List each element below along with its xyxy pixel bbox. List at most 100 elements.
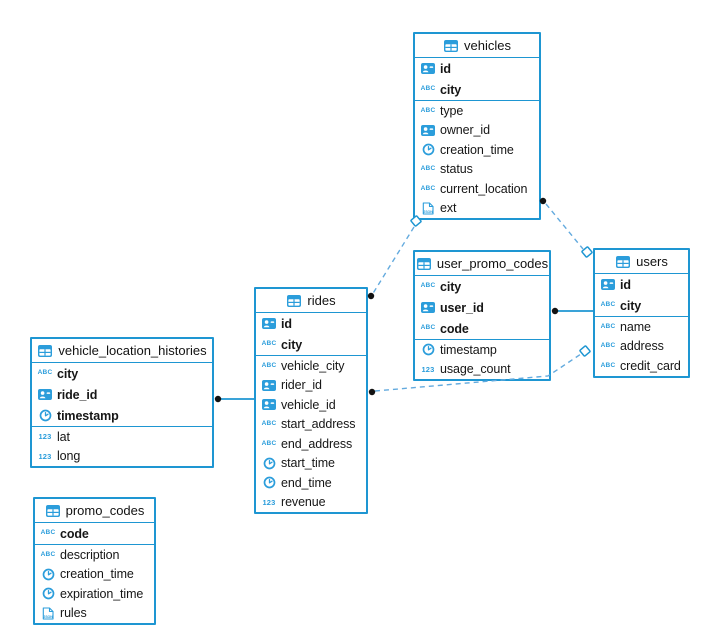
column-start_time[interactable]: start_time — [256, 454, 366, 474]
column-name: end_address — [281, 436, 353, 451]
column-city[interactable]: ABC city — [415, 79, 539, 100]
column-creation_time[interactable]: creation_time — [35, 565, 154, 585]
table-grid-icon — [416, 257, 432, 270]
column-name: vehicle_city — [281, 358, 345, 373]
table-header[interactable]: users — [595, 250, 688, 274]
column-vehicle_city[interactable]: ABC vehicle_city — [256, 356, 366, 376]
column-user_id[interactable]: user_id — [415, 297, 549, 318]
clock-type-icon — [261, 476, 277, 489]
abc-text-type-icon: ABC — [600, 322, 616, 330]
id-card-icon — [261, 379, 277, 392]
column-rules[interactable]: JSON rules — [35, 604, 154, 624]
column-ext[interactable]: JSON ext — [415, 199, 539, 219]
column-name: city — [281, 337, 303, 352]
json-type-icon: JSON — [40, 607, 56, 620]
column-name: start_time — [281, 456, 335, 471]
svg-text:JSON: JSON — [43, 615, 53, 619]
column-name: user_id — [440, 300, 484, 315]
column-timestamp[interactable]: timestamp — [32, 405, 212, 426]
abc-text-type-icon: ABC — [600, 342, 616, 349]
table-header[interactable]: rides — [256, 289, 366, 313]
column-name: creation_time — [60, 567, 134, 582]
column-name: city — [620, 298, 642, 313]
column-owner_id[interactable]: owner_id — [415, 121, 539, 141]
id-card-icon — [420, 301, 436, 314]
column-name: vehicle_id — [281, 397, 336, 412]
column-name: id — [620, 277, 631, 292]
column-name: description — [60, 547, 120, 562]
abc-text-type-icon: ABC — [420, 106, 436, 114]
id-card-icon — [420, 62, 436, 75]
number-123-type-icon: 123 — [262, 497, 276, 507]
table-name: vehicles — [464, 38, 511, 53]
column-timestamp[interactable]: timestamp — [415, 340, 549, 360]
column-name: timestamp — [57, 408, 119, 423]
clock-type-icon — [40, 587, 56, 600]
id-card-icon — [420, 124, 436, 137]
clock-type-icon — [420, 343, 436, 356]
column-name: rules — [60, 606, 87, 621]
column-id[interactable]: id — [256, 313, 366, 334]
table-header[interactable]: vehicle_location_histories — [32, 339, 212, 363]
column-expiration_time[interactable]: expiration_time — [35, 584, 154, 604]
column-rider_id[interactable]: rider_id — [256, 376, 366, 396]
abc-text-type-icon: ABC — [420, 184, 436, 192]
column-name: ext — [440, 201, 457, 216]
column-name: code — [440, 321, 469, 336]
abc-text-type-icon: ABC — [37, 369, 53, 377]
column-ride_id[interactable]: ride_id — [32, 384, 212, 405]
column-credit_card[interactable]: ABC credit_card — [595, 356, 688, 376]
table-header[interactable]: user_promo_codes — [415, 252, 549, 276]
column-name: owner_id — [440, 123, 490, 138]
abc-text-type-icon: ABC — [261, 420, 277, 427]
column-name: lat — [57, 429, 70, 444]
column-name: id — [440, 61, 451, 76]
column-end_time[interactable]: end_time — [256, 473, 366, 493]
table-header[interactable]: vehicles — [415, 34, 539, 58]
id-card-icon — [37, 388, 53, 401]
column-id[interactable]: id — [415, 58, 539, 79]
abc-text-type-icon: ABC — [600, 361, 616, 369]
column-name: city — [440, 82, 462, 97]
clock-type-icon — [261, 457, 277, 470]
table-grid-icon — [45, 504, 61, 517]
abc-text-type-icon: ABC — [261, 439, 277, 447]
column-id[interactable]: id — [595, 274, 688, 295]
table-name: users — [636, 254, 668, 269]
column-name: credit_card — [620, 358, 681, 373]
abc-text-type-icon: ABC — [261, 361, 277, 369]
json-type-icon: JSON — [420, 202, 436, 215]
abc-text-type-icon: ABC — [420, 85, 436, 93]
column-vehicle_id[interactable]: vehicle_id — [256, 395, 366, 415]
column-end_address[interactable]: ABC end_address — [256, 434, 366, 454]
column-creation_time[interactable]: creation_time — [415, 140, 539, 160]
table-header[interactable]: promo_codes — [35, 499, 154, 523]
